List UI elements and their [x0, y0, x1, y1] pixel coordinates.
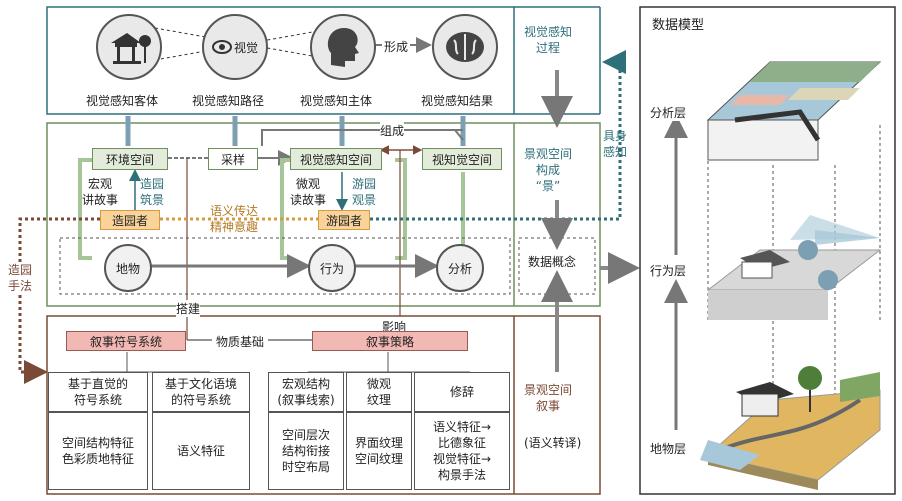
- path-label: 视觉感知路径: [192, 94, 265, 108]
- object-icon-circle: [96, 14, 162, 80]
- form-label: 形成: [382, 38, 411, 55]
- col2-head: 基于文化语境的符号系统: [152, 372, 250, 412]
- behavior-layer-label: 行为层: [650, 262, 687, 279]
- semantic-label: 语义传达精神意趣: [210, 204, 259, 234]
- analysis-layer-grid: [706, 61, 882, 161]
- micro-label: 微观读故事: [290, 177, 327, 207]
- col4-head: 微观纹理: [346, 372, 412, 412]
- strategy-box: 叙事策略: [312, 331, 468, 351]
- fenxi-node: 分析: [436, 244, 484, 292]
- zaoyuan-shoufa-label: 造园手法: [8, 262, 33, 294]
- behavior-layer-scene: [706, 215, 882, 320]
- head-profile-icon: [327, 27, 359, 68]
- macro-label: 宏观讲故事: [82, 177, 119, 207]
- path-icon-circle: 视觉: [202, 14, 268, 80]
- process-label: 视觉感知过程: [524, 25, 573, 55]
- dajian-label: 搭建: [176, 300, 201, 317]
- visitor-box: 游园者: [318, 210, 370, 230]
- diwu-node: 地物: [104, 244, 152, 292]
- eye-icon: [211, 40, 232, 54]
- zaoyuan-zhujing-label: 造园筑景: [140, 177, 165, 207]
- youyuan-guanjing-label: 游园观景: [352, 177, 377, 207]
- ground-layer-scene: [700, 366, 881, 490]
- col1-head: 基于直觉的符号系统: [48, 372, 148, 412]
- col4-body: 界面纹理空间纹理: [346, 412, 412, 490]
- xingwei-node: 行为: [308, 244, 356, 292]
- object-label: 视觉感知客体: [86, 94, 159, 108]
- ground-layer-label: 地物层: [650, 440, 687, 457]
- juzhi-label: 具身感知: [603, 129, 628, 159]
- perceived-space-box: 视知觉空间: [422, 148, 502, 170]
- subject-icon-circle: [310, 14, 376, 80]
- brain-icon: [446, 32, 484, 62]
- creator-box: 造园者: [100, 210, 160, 230]
- col3-body: 空间层次结构衔接时空布局: [268, 412, 344, 490]
- material-label: 物质基础: [212, 333, 269, 350]
- col2-body: 语义特征: [152, 412, 250, 490]
- narrative-label: 景观空间叙事: [524, 383, 573, 413]
- col5-body: 语义特征→比德象征视觉特征→构景手法: [414, 412, 510, 490]
- visual-space-box: 视觉感知空间: [290, 148, 382, 170]
- col5-head: 修辞: [414, 372, 510, 412]
- composed-label: 景观空间构成“景”: [524, 147, 573, 193]
- data-concept-label: 数据概念: [528, 255, 577, 269]
- translation-label: (语义转译): [524, 436, 582, 450]
- env-space-box: 环境空间: [92, 148, 168, 170]
- col3-head: 宏观结构(叙事线索): [268, 372, 344, 412]
- zucheng-label: 组成: [380, 122, 405, 139]
- symbol-system-box: 叙事符号系统: [66, 331, 186, 351]
- model-title: 数据模型: [652, 18, 705, 33]
- subject-label: 视觉感知主体: [300, 94, 373, 108]
- col1-body: 空间结构特征色彩质地特征: [48, 412, 148, 490]
- result-label: 视觉感知结果: [421, 94, 494, 108]
- yingxiang-label: 影响: [382, 318, 407, 335]
- result-icon-circle: [432, 14, 498, 80]
- analysis-layer-label: 分析层: [650, 104, 687, 121]
- pavilion-tree-icon: [111, 33, 151, 64]
- eye-inner-label: 视觉: [233, 40, 258, 55]
- caiyang-box: 采样: [208, 148, 258, 170]
